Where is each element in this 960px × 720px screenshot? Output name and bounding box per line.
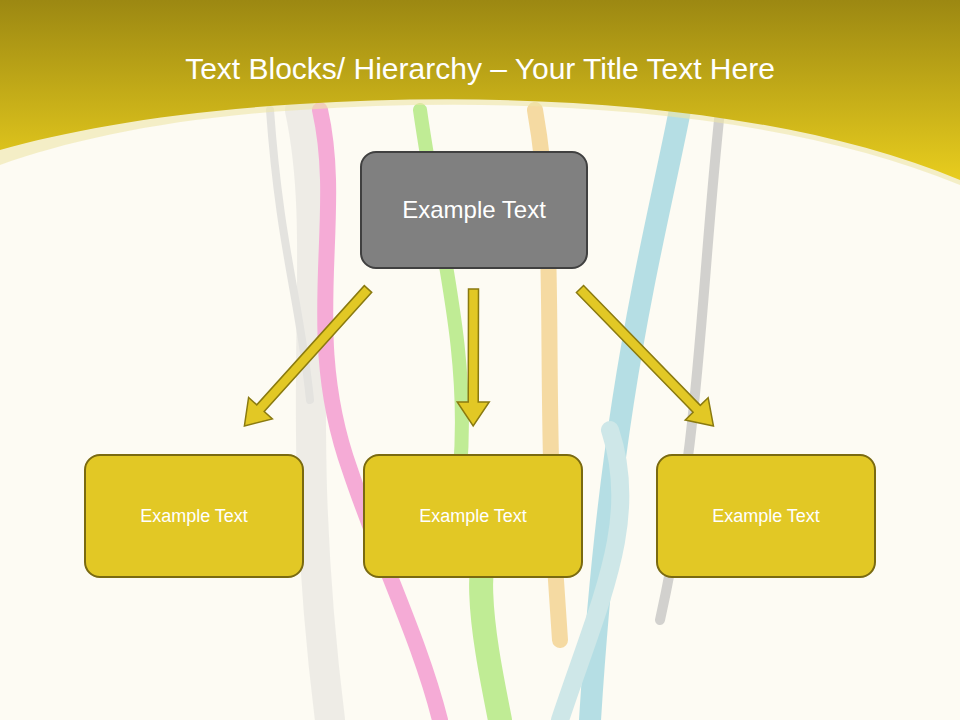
block-arrow xyxy=(576,286,713,426)
slide-title: Text Blocks/ Hierarchy – Your Title Text… xyxy=(185,52,775,85)
box-text: Example Text xyxy=(140,506,248,527)
title-wrap: Text Blocks/ Hierarchy – Your Title Text… xyxy=(0,52,960,86)
child-box: Example Text xyxy=(656,454,876,578)
box-text: Example Text xyxy=(712,506,820,527)
root-box: Example Text xyxy=(360,151,588,269)
block-arrow xyxy=(457,289,489,426)
box-text: Example Text xyxy=(402,196,546,224)
swirl-illustration xyxy=(270,110,720,720)
child-box: Example Text xyxy=(84,454,304,578)
block-arrow xyxy=(244,286,371,426)
child-box: Example Text xyxy=(363,454,583,578)
box-text: Example Text xyxy=(419,506,527,527)
